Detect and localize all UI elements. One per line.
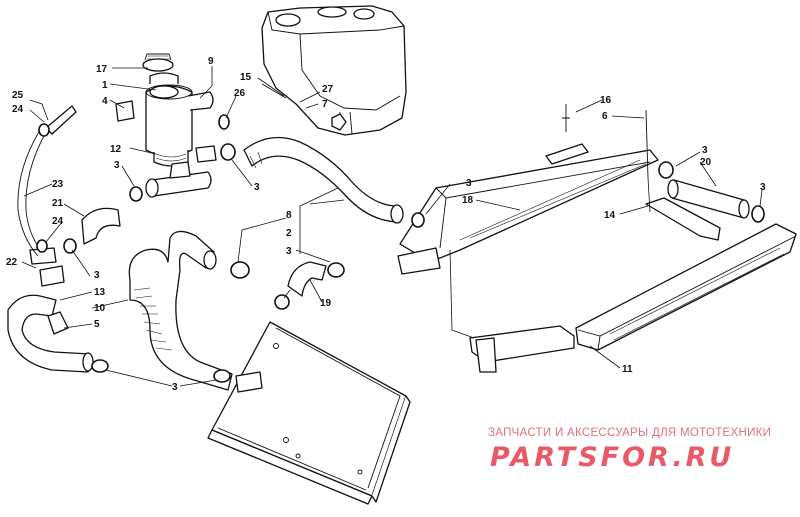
watermark-tagline: ЗАПЧАСТИ И АКСЕССУАРЫ ДЛЯ МОТОТЕХНИКИ — [488, 427, 771, 439]
callout-7: 7 — [322, 99, 328, 110]
elbow-hose — [287, 261, 327, 297]
callout-9: 9 — [208, 56, 214, 67]
upper-radiator-hose — [243, 136, 404, 224]
callout-3-f: 3 — [466, 178, 472, 189]
callout-18: 18 — [462, 195, 474, 206]
callout-3-c: 3 — [94, 270, 100, 281]
tee-fitting — [145, 145, 217, 198]
left-hoses — [7, 207, 121, 373]
watermark: ЗАПЧАСТИ И АКСЕССУАРЫ ДЛЯ МОТОТЕХНИКИ PA… — [488, 427, 771, 473]
callout-15: 15 — [240, 72, 252, 83]
callout-3-b: 3 — [254, 182, 260, 193]
callout-20: 20 — [700, 157, 712, 168]
heat-exchanger-upper — [397, 143, 659, 275]
callout-numbers: 17 1 4 9 15 26 27 7 25 24 12 3 3 23 21 2… — [6, 56, 766, 393]
callout-6: 6 — [602, 111, 608, 122]
callout-16: 16 — [600, 95, 612, 106]
vent-hose — [17, 105, 77, 257]
callout-19: 19 — [320, 298, 332, 309]
callout-leaders — [21, 66, 763, 387]
callout-12: 12 — [110, 144, 122, 155]
callout-5: 5 — [94, 319, 100, 330]
callout-24-top: 24 — [12, 104, 24, 115]
callout-13: 13 — [94, 287, 106, 298]
callout-14: 14 — [604, 210, 616, 221]
callout-2: 2 — [286, 228, 292, 239]
callout-22: 22 — [6, 257, 18, 268]
callout-24-mid: 24 — [52, 216, 64, 227]
heat-exchanger-lower — [469, 223, 797, 373]
callout-27: 27 — [322, 84, 334, 95]
callout-3-e: 3 — [286, 246, 292, 257]
callout-8: 8 — [286, 210, 292, 221]
callout-1: 1 — [102, 80, 108, 91]
watermark-logo: PARTSFOR.RU — [490, 442, 734, 473]
callout-25: 25 — [12, 90, 24, 101]
callout-3-h: 3 — [760, 182, 766, 193]
surge-tank — [115, 53, 214, 167]
callout-3-g: 3 — [702, 145, 708, 156]
routing-lines — [299, 177, 651, 339]
callout-3-a: 3 — [114, 160, 120, 171]
hose-clamps — [36, 83, 765, 383]
callout-10: 10 — [94, 303, 106, 314]
callout-3-d: 3 — [172, 382, 178, 393]
callout-11: 11 — [622, 364, 633, 375]
reservoir-tank — [261, 5, 407, 136]
callout-17: 17 — [96, 64, 108, 75]
callout-21: 21 — [52, 198, 64, 209]
callout-4: 4 — [102, 96, 108, 107]
heat-exchanger-plate — [207, 321, 411, 505]
corrugated-hose — [128, 230, 233, 391]
callout-23: 23 — [52, 179, 64, 190]
callout-26: 26 — [234, 88, 246, 99]
cross-tube — [645, 179, 750, 241]
